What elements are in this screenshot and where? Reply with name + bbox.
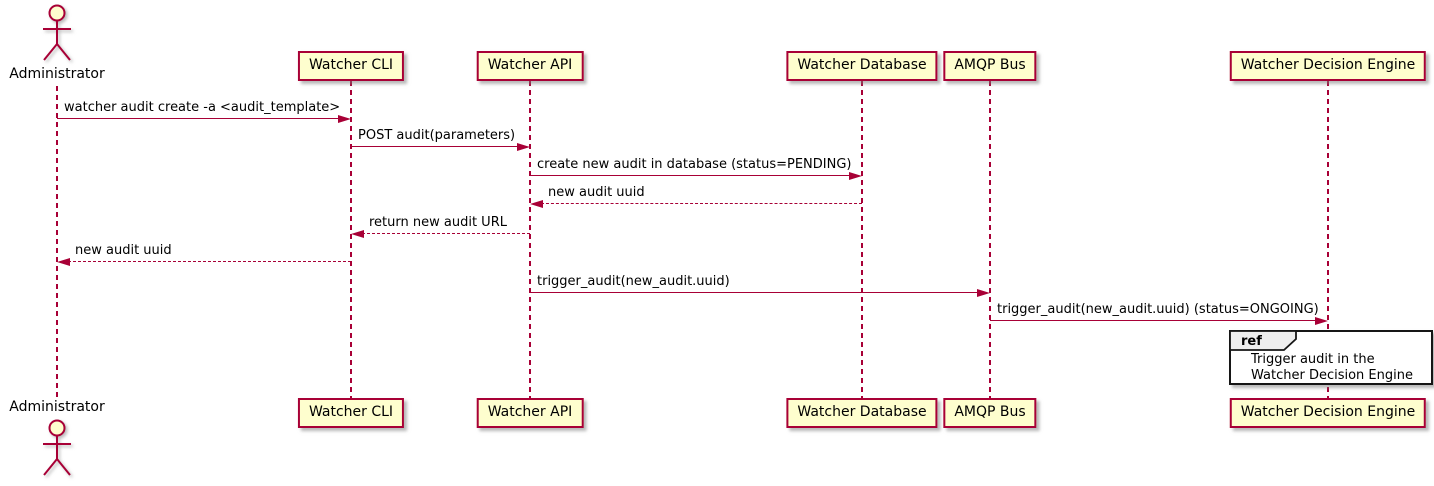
lifeline-watcher-api: [529, 81, 531, 398]
participant-box-watcher-cli-top: Watcher CLI: [297, 51, 405, 81]
participant-box-watcher-cli-bottom: Watcher CLI: [297, 398, 405, 428]
ref-text-line-0: Trigger audit in the: [1251, 352, 1375, 367]
actor-figure-administrator-top: [37, 4, 77, 66]
message-arrow-4: [362, 233, 530, 234]
lifeline-watcher-cli: [350, 81, 352, 398]
message-arrow-0: [57, 118, 340, 119]
message-label-4: return new audit URL: [369, 215, 507, 230]
participant-box-watcher-decision-engine-top: Watcher Decision Engine: [1229, 51, 1427, 81]
message-arrowhead-2: [849, 171, 862, 180]
actor-label-administrator-top: Administrator: [9, 66, 105, 82]
ref-keyword-label: ref: [1241, 334, 1262, 349]
participant-box-watcher-api-bottom: Watcher API: [476, 398, 584, 428]
message-label-5: new audit uuid: [75, 243, 172, 258]
message-label-0: watcher audit create -a <audit_template>: [64, 100, 341, 115]
participant-box-watcher-api-top: Watcher API: [476, 51, 584, 81]
message-arrowhead-3: [530, 199, 543, 208]
message-label-6: trigger_audit(new_audit.uuid): [537, 274, 730, 289]
message-label-7: trigger_audit(new_audit.uuid) (status=ON…: [997, 302, 1319, 317]
lifeline-administrator: [56, 86, 58, 398]
lifeline-amqp-bus: [989, 81, 991, 398]
participant-box-watcher-database-top: Watcher Database: [786, 51, 938, 81]
message-label-1: POST audit(parameters): [358, 128, 516, 143]
message-arrowhead-1: [517, 142, 530, 151]
message-arrowhead-0: [338, 114, 351, 123]
actor-label-administrator-bottom: Administrator: [9, 399, 105, 415]
message-arrowhead-5: [57, 257, 70, 266]
lifeline-watcher-database: [861, 81, 863, 398]
message-arrow-6: [530, 292, 979, 293]
message-arrow-2: [530, 175, 851, 176]
ref-text-line-1: Watcher Decision Engine: [1251, 367, 1413, 383]
participant-box-amqp-bus-top: AMQP Bus: [943, 51, 1037, 81]
message-arrow-3: [541, 203, 862, 204]
ref-keyword-tab: [1229, 330, 1297, 355]
message-label-2: create new audit in database (status=PEN…: [537, 157, 852, 172]
lifeline-watcher-decision-engine: [1327, 81, 1329, 398]
message-arrow-7: [990, 320, 1317, 321]
message-arrow-1: [351, 146, 519, 147]
message-arrowhead-4: [351, 229, 364, 238]
actor-figure-administrator-bottom: [37, 417, 77, 483]
message-arrowhead-6: [977, 288, 990, 297]
message-label-3: new audit uuid: [548, 185, 645, 200]
message-arrowhead-7: [1315, 316, 1328, 325]
participant-box-watcher-decision-engine-bottom: Watcher Decision Engine: [1229, 398, 1427, 428]
participant-box-amqp-bus-bottom: AMQP Bus: [943, 398, 1037, 428]
participant-box-watcher-database-bottom: Watcher Database: [786, 398, 938, 428]
message-arrow-5: [68, 261, 351, 262]
